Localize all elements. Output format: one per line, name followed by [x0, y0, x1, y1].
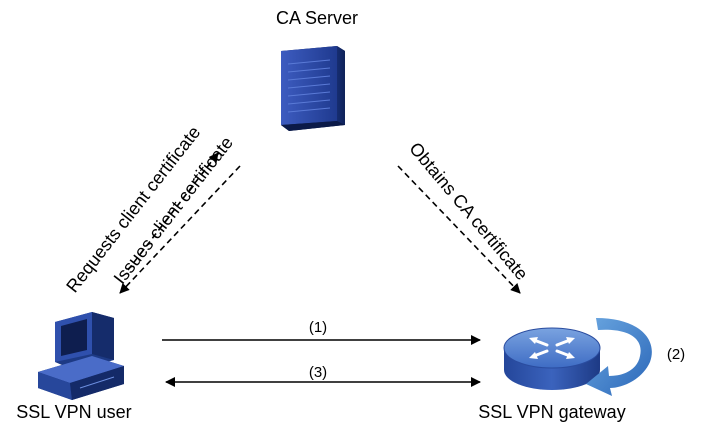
- loop-arrow-icon: [586, 318, 652, 396]
- requests-cert-arrow: [127, 152, 219, 271]
- step2-label: (2): [667, 346, 685, 363]
- step1-label: (1): [309, 319, 327, 336]
- obtains-ca-cert-label: Obtains CA certificate: [405, 138, 532, 283]
- step3-label: (3): [309, 364, 327, 381]
- ca-server-label: CA Server: [276, 8, 358, 28]
- pc-icon: [38, 312, 124, 400]
- router-icon: [503, 327, 601, 390]
- server-icon: [281, 46, 345, 131]
- vpn-user-label: SSL VPN user: [16, 402, 131, 422]
- issues-cert-arrow: [119, 165, 241, 294]
- vpn-gateway-label: SSL VPN gateway: [478, 402, 625, 422]
